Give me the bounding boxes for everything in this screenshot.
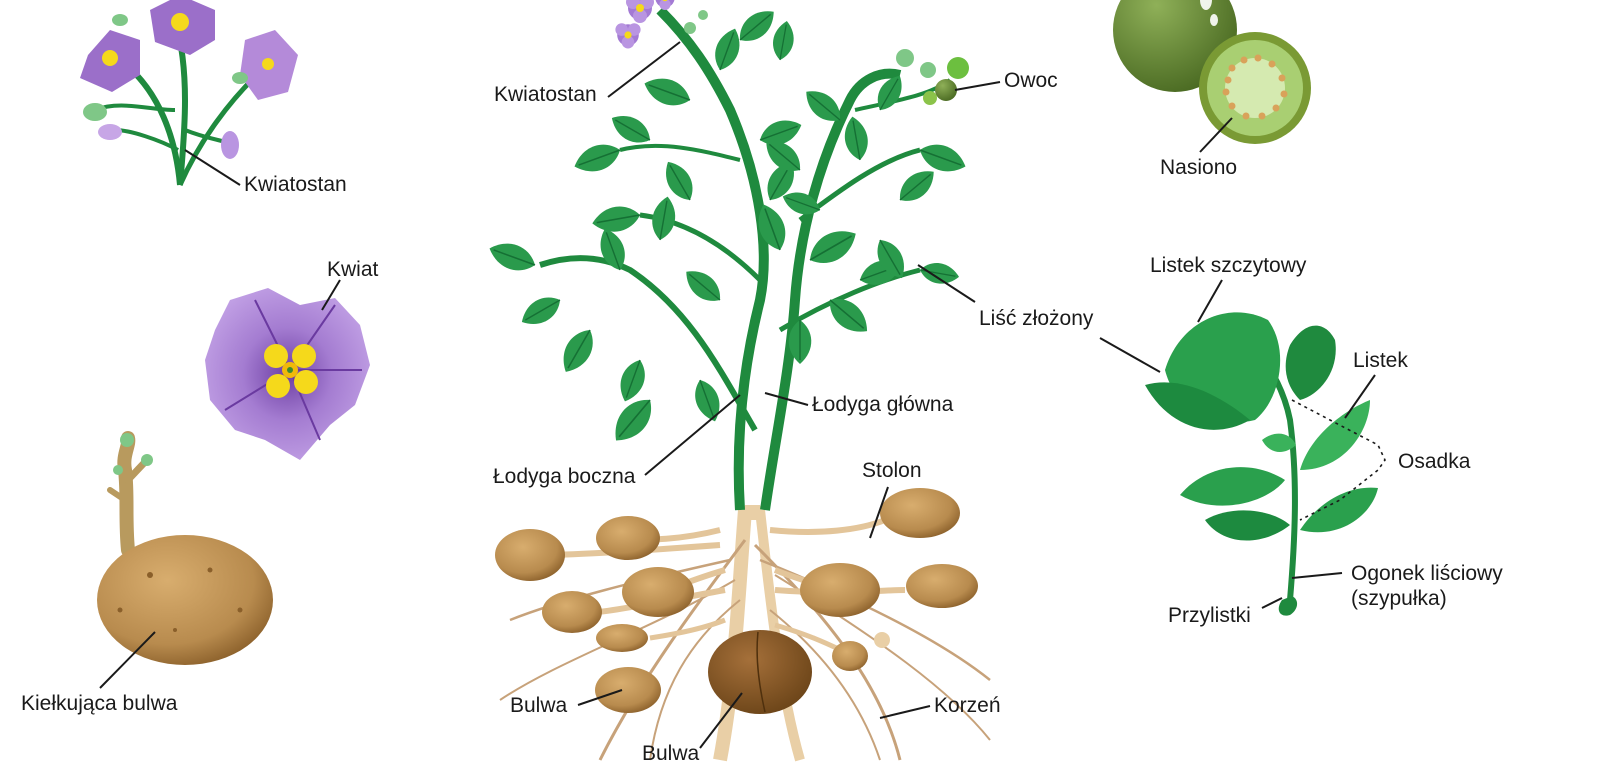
label-seed: Nasiono bbox=[1160, 156, 1238, 179]
leader-lines bbox=[99, 41, 1376, 749]
label-leaflet: Listek bbox=[1353, 349, 1408, 372]
tubers-group bbox=[495, 488, 978, 714]
label-root: Korzeń bbox=[934, 694, 1001, 717]
label-main-stem: Łodyga główna bbox=[812, 393, 954, 416]
leader-tuber bbox=[577, 689, 623, 706]
leader-stolon bbox=[869, 486, 889, 539]
label-compound-leaf: Liść złożony bbox=[979, 307, 1094, 330]
leader-inflorescence-center bbox=[607, 41, 681, 98]
leader-mother-tuber bbox=[699, 692, 743, 749]
flower-illustration bbox=[205, 288, 370, 460]
label-inflorescence-center: Kwiatostan bbox=[494, 83, 597, 106]
label-sprouting-tuber: Kiełkująca bulwa bbox=[21, 692, 178, 715]
rachis-bracket bbox=[1291, 399, 1386, 521]
leader-side-stem bbox=[644, 394, 741, 476]
fruit-illustration bbox=[1113, 0, 1311, 144]
leader-flower bbox=[321, 279, 341, 311]
leader-inflorescence-left bbox=[184, 149, 241, 186]
plant-shoot bbox=[484, 0, 971, 511]
leader-stipules bbox=[1261, 597, 1283, 609]
leader-compound-leaf-right bbox=[1099, 337, 1161, 373]
label-inflorescence-left: Kwiatostan bbox=[244, 173, 347, 196]
leader-sprouting-tuber bbox=[99, 631, 156, 689]
label-tuber: Bulwa bbox=[510, 694, 568, 717]
leader-compound-leaf bbox=[917, 264, 976, 303]
label-flower: Kwiat bbox=[327, 258, 379, 281]
inflorescence-illustration-left bbox=[80, 0, 298, 187]
label-side-stem: Łodyga boczna bbox=[493, 465, 636, 488]
label-mother-tuber: Bulwa bbox=[642, 742, 700, 765]
leader-petiole bbox=[1291, 572, 1343, 579]
leader-leaflet bbox=[1344, 374, 1376, 419]
label-stolon: Stolon bbox=[862, 459, 922, 482]
label-fruit: Owoc bbox=[1004, 69, 1058, 92]
label-stipules: Przylistki bbox=[1168, 604, 1251, 627]
leader-fruit bbox=[954, 81, 1001, 91]
leader-terminal-leaflet bbox=[1197, 279, 1223, 323]
label-petiole: Ogonek liściowy (szypułka) bbox=[1351, 562, 1503, 611]
sprouting-tuber-illustration bbox=[97, 431, 273, 665]
label-terminal-leaflet: Listek szczytowy bbox=[1150, 254, 1307, 277]
leader-seed bbox=[1199, 117, 1233, 153]
label-rachis: Osadka bbox=[1398, 450, 1471, 473]
leader-main-stem bbox=[764, 392, 809, 406]
leader-root bbox=[879, 705, 931, 719]
compound-leaf-illustration bbox=[1145, 312, 1378, 616]
